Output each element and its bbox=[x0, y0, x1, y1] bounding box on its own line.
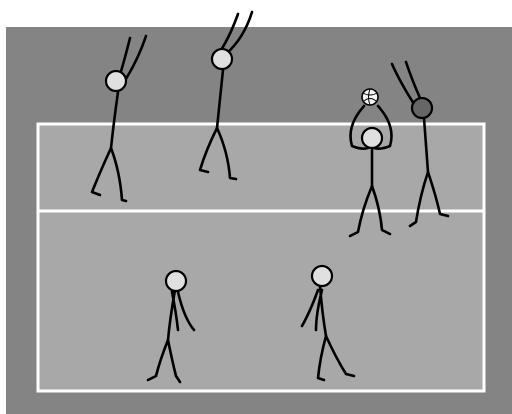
player-head bbox=[362, 128, 382, 148]
player-head bbox=[166, 271, 186, 291]
player-head bbox=[312, 266, 332, 286]
volleyball-icon bbox=[362, 89, 378, 105]
player-head bbox=[212, 49, 232, 69]
player-head bbox=[412, 98, 432, 118]
player-head bbox=[106, 71, 126, 91]
